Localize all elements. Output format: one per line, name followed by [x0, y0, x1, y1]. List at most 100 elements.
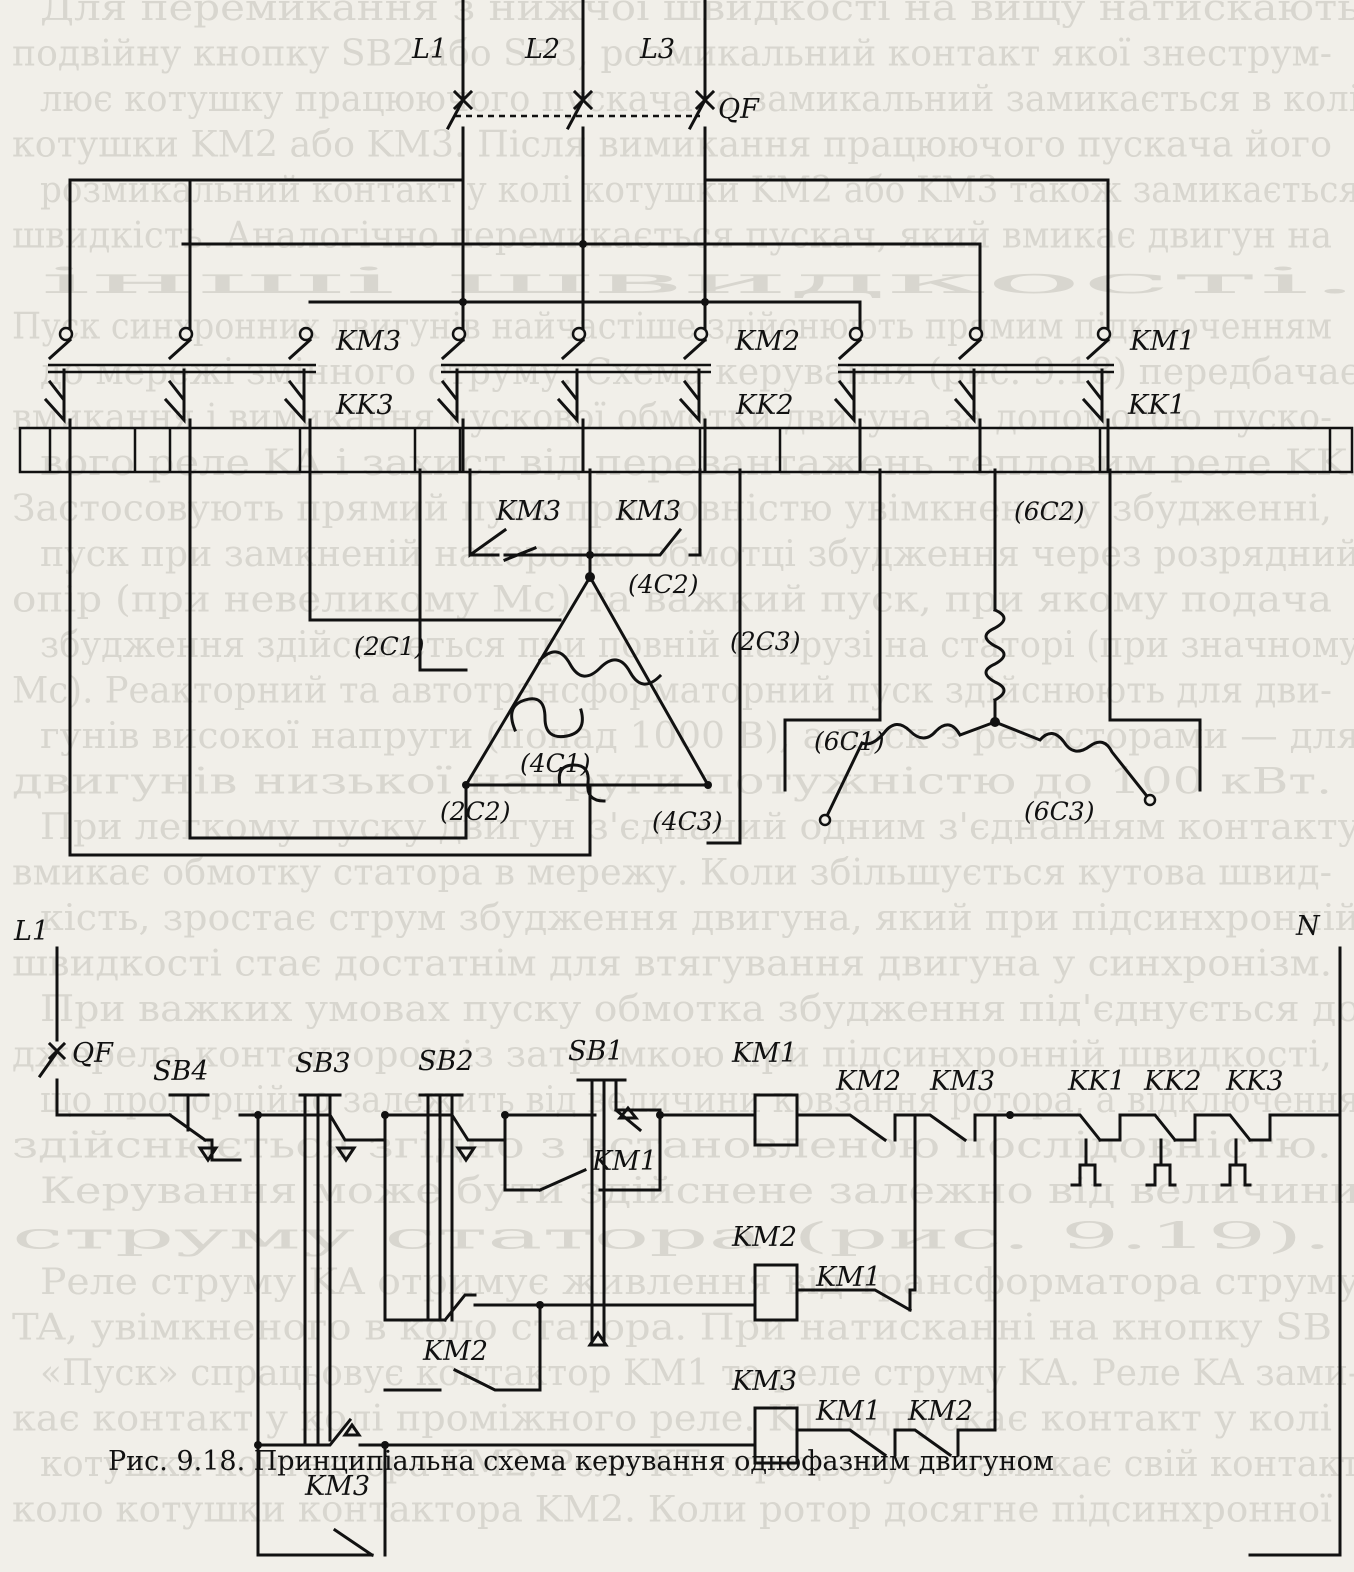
km2-hold	[383, 1303, 542, 1392]
junction	[381, 1441, 389, 1449]
contactor-label-km1: KM1	[1129, 326, 1195, 357]
hold-label-km1: KM1	[591, 1146, 657, 1177]
sb3-row3-arrow	[342, 1422, 362, 1437]
power-circuit: L1 L2 L3 QF KM3 KM2 KM1 KK3 KK2 KK1 KM3 …	[18, 0, 1354, 857]
thermal-heater-block	[18, 426, 1354, 474]
background-text-line: розмикальний контакт у колі котушки KM2 …	[40, 170, 1354, 211]
thermal-label-kk1: KK1	[1127, 390, 1186, 421]
sb3-row2-contact	[442, 1293, 542, 1323]
background-text: Для перемикання з нижчої швидкості на ви…	[12, 0, 1354, 1531]
hold-label-km3: KM3	[304, 1471, 370, 1502]
star-term-right	[1143, 793, 1157, 807]
sb1-contact	[613, 1107, 662, 1133]
background-text-line: вмикання і вимикання пускової обмотки дв…	[12, 398, 1332, 439]
term-2c2: (2C2)	[440, 797, 510, 826]
km1-hold-contact	[538, 1113, 662, 1192]
background-text-line: «Пуск» спрацьовує контактор KM1 та реле …	[40, 1353, 1354, 1394]
overload-heater-symbols	[1070, 1138, 1252, 1187]
heater-dividers	[48, 428, 1332, 472]
star-term-left	[818, 813, 832, 827]
overload-label-kk1: KK1	[1067, 1066, 1126, 1097]
km1-hold-left	[503, 1113, 542, 1192]
figure-caption: Рис. 9.18. Принципіальна схема керування…	[108, 1446, 1054, 1477]
background-text-line: кість, зростає струм збудження двигуна, …	[40, 898, 1354, 939]
background-text-line: котушки KM2 або KM3. Після вимикання пра…	[12, 125, 1332, 166]
control-supply-n: N	[1295, 911, 1321, 942]
km3-branch-left	[256, 1113, 374, 1557]
contactor-terminal	[848, 326, 864, 342]
background-text-line: вого реле KA і захист від перевантажень …	[40, 443, 1354, 484]
term-4c3: (4C3)	[652, 807, 722, 836]
thermal-label-kk2: KK2	[735, 390, 794, 421]
sb2-arrow	[455, 1146, 477, 1163]
phase-label-l2: L2	[524, 34, 560, 65]
sb3-down	[383, 1113, 447, 1322]
sb3-contact	[327, 1112, 354, 1142]
background-text-line: Реле струму KA отримує живлення від тран…	[40, 1262, 1354, 1303]
phase-label-l3: L3	[639, 34, 675, 65]
junction	[586, 551, 594, 559]
row2-wiring	[538, 1113, 917, 1313]
background-text-line: При важких умовах пуску обмотка збудженн…	[40, 989, 1354, 1030]
background-text-line: інші швидкості.	[40, 261, 1354, 302]
contactor-group-km3	[43, 326, 316, 472]
background-text-line: вмикає обмотку статора в мережу. Коли зб…	[12, 853, 1332, 894]
junction	[459, 298, 467, 306]
sb1-arrow	[616, 1105, 640, 1120]
overload-label-kk3: KK3	[1225, 1066, 1284, 1097]
contactor-terminal	[178, 326, 194, 342]
row3-interlock-km1: KM1	[815, 1396, 881, 1427]
breaker-blades	[445, 97, 708, 131]
sb2-contact	[449, 1112, 477, 1142]
phase-label-l1: L1	[411, 34, 447, 65]
contactor-terminal	[693, 326, 709, 342]
star-feed-right	[1108, 468, 1202, 792]
bus-l3b	[703, 178, 1110, 338]
contactor-groups	[43, 326, 1114, 472]
contactor-poles-km3	[43, 337, 313, 472]
background-text-line: TA, увімкненого в коло статора. При нати…	[12, 1308, 1332, 1349]
term-6c2: (6C2)	[1014, 497, 1084, 526]
term-6c1: (6C1)	[814, 727, 884, 756]
background-text-line: Керування може бути здійснене залежно ві…	[40, 1171, 1354, 1212]
background-text-line: джерела контактором із затримкою при під…	[12, 1035, 1332, 1076]
overload-contacts	[1008, 1113, 1342, 1143]
row1-interlocks	[795, 1113, 1012, 1143]
control-breaker-qf: QF	[72, 1038, 114, 1069]
n-rail	[1248, 946, 1342, 1557]
button-label-sb2: SB2	[418, 1046, 474, 1077]
background-text-line: коло котушки контактора KM2. Коли ротор …	[12, 1490, 1332, 1531]
background-text-line: При легкому пуску двигун з'єднаний одним…	[40, 807, 1354, 848]
coil-km1	[753, 1093, 799, 1147]
coil-km2	[753, 1263, 799, 1322]
overload-label-kk2: KK2	[1143, 1066, 1202, 1097]
background-text-line: швидкості стає достатнім для втягування …	[12, 944, 1332, 985]
star-coil-left	[822, 720, 997, 823]
bus-l2	[181, 242, 982, 338]
contactor-terminal	[968, 326, 984, 342]
term-4c1: (4C1)	[520, 749, 590, 778]
coil-label-km2: KM2	[731, 1222, 797, 1253]
extra-contact-label-a: KM3	[495, 496, 561, 527]
sb3-button[interactable]	[298, 1093, 342, 1447]
background-text-line: струму статора (рис. 9.19).	[12, 1217, 1332, 1258]
background-text-line: двигунів низької напруги потужністю до 1…	[12, 762, 1332, 803]
km3-contact-a	[468, 546, 537, 562]
background-text-line: Застосовують прямий пуск при повністю ув…	[12, 489, 1332, 530]
thermal-label-kk3: KK3	[335, 390, 394, 421]
sb4-button[interactable]	[167, 1093, 214, 1162]
contactor-terminal	[451, 326, 467, 342]
breaker-label-qf: QF	[718, 94, 760, 125]
term-2c3: (2C3)	[730, 627, 800, 656]
hold-label-km2: KM2	[422, 1336, 488, 1367]
sb1-button[interactable]	[576, 1078, 627, 1342]
junction	[254, 1441, 262, 1449]
delta-coil-top	[537, 650, 663, 686]
sb2-button[interactable]	[418, 1093, 464, 1322]
coil-km3	[753, 1406, 799, 1465]
control-circuit: L1 N QF SB4 SB3 SB2 SB1	[13, 911, 1342, 1558]
row1-interlock-km3: KM3	[929, 1066, 995, 1097]
bus-l3	[308, 300, 862, 338]
